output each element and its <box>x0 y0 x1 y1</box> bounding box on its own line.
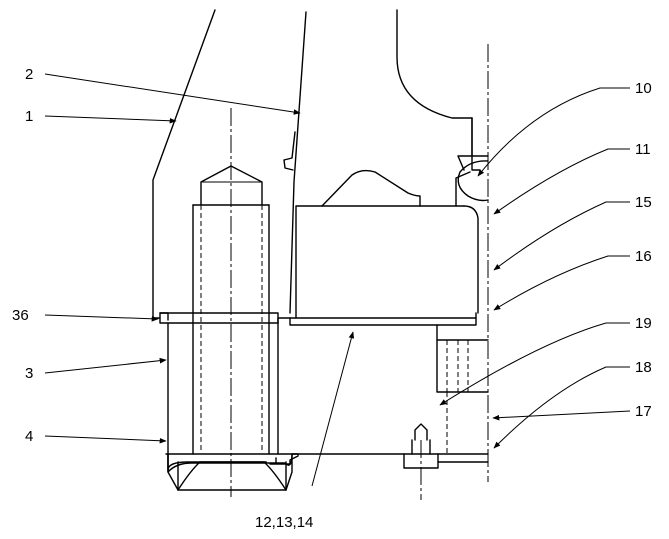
callout-18: 18 <box>635 359 652 376</box>
callout-11: 11 <box>635 141 651 158</box>
cover-plate <box>283 11 307 314</box>
callout-12-13-14: 12,13,14 <box>255 514 313 531</box>
ball <box>457 160 489 202</box>
housing-outline <box>152 9 216 321</box>
nut <box>165 453 299 491</box>
small-bolt <box>403 423 489 500</box>
callout-15: 15 <box>635 194 652 211</box>
callout-17: 17 <box>635 403 652 420</box>
callout-2: 2 <box>25 66 33 83</box>
leader-lines <box>44 73 631 487</box>
bolt <box>192 108 270 497</box>
callout-3: 3 <box>25 365 33 382</box>
callout-4: 4 <box>25 428 33 445</box>
callout-10: 10 <box>635 80 652 97</box>
bracket <box>277 169 479 326</box>
block <box>167 322 279 455</box>
callout-1: 1 <box>25 108 33 125</box>
callout-19: 19 <box>635 315 652 332</box>
callout-16: 16 <box>635 248 652 265</box>
upper-housing <box>396 9 489 171</box>
washer <box>159 312 279 324</box>
callout-36: 36 <box>12 307 29 324</box>
spacer <box>436 324 489 454</box>
